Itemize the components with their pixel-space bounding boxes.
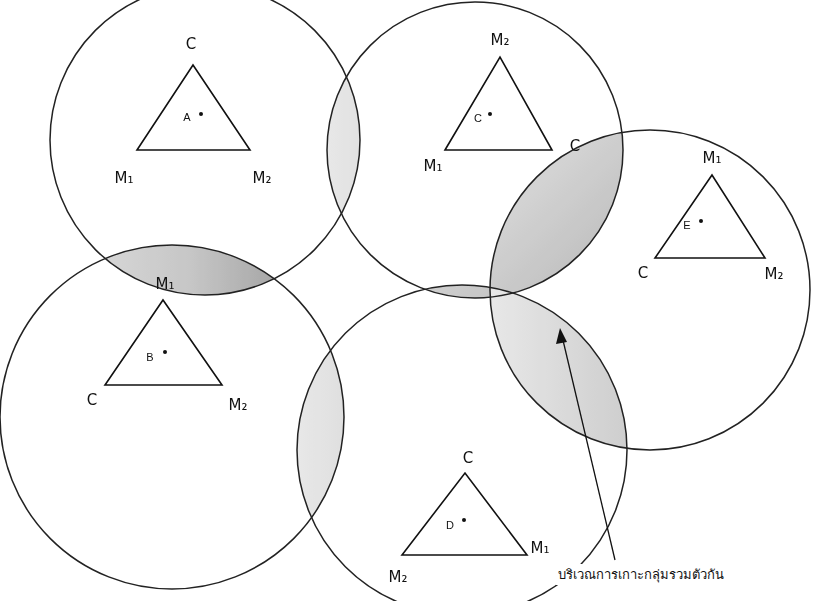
center-letter: A — [183, 111, 190, 123]
vertex-label: C — [570, 137, 580, 155]
triangle-shape — [445, 57, 552, 150]
vertex-label: M₂ — [491, 31, 510, 49]
center-letter: E — [683, 219, 690, 231]
triangle-shape — [655, 175, 765, 258]
center-letter: D — [446, 519, 454, 531]
vertex-label: M₂ — [765, 265, 784, 283]
triangle-shape — [137, 65, 250, 150]
vertex-label: M₂ — [229, 396, 248, 414]
center-letter: B — [146, 351, 153, 363]
triangle-shape — [402, 473, 527, 555]
triangle-node: B — [105, 300, 222, 385]
triangle-node: C — [445, 57, 552, 150]
callout-note: บริเวณการเกาะกลุ่มรวมตัวกัน — [556, 564, 726, 585]
center-dot — [488, 112, 492, 116]
center-dot — [163, 350, 167, 354]
triangle-outline — [445, 57, 552, 150]
triangle-shape — [105, 300, 222, 385]
vertex-label: M₂ — [389, 568, 408, 586]
triangle-outline — [137, 65, 250, 150]
vertex-label: C — [638, 264, 648, 282]
triangle-node: E — [655, 175, 765, 258]
triangle-outline — [655, 175, 765, 258]
vertex-label: C — [186, 35, 196, 53]
triangle-node: D — [402, 473, 527, 555]
vertex-label: C — [87, 391, 97, 409]
vertex-label: M₁ — [156, 275, 175, 293]
vertex-label: C — [463, 449, 473, 467]
vertex-label: M₁ — [531, 539, 550, 557]
center-dot — [199, 112, 203, 116]
triangle-node: A — [137, 65, 250, 150]
center-dot — [462, 518, 466, 522]
vertex-label: M₁ — [703, 149, 722, 167]
triangle-outline — [105, 300, 222, 385]
center-letter: C — [474, 112, 482, 124]
vertex-label: M₁ — [115, 169, 134, 187]
center-dot — [699, 219, 703, 223]
triangle-outline — [402, 473, 527, 555]
vertex-label: M₂ — [253, 169, 272, 187]
vertex-label: M₁ — [424, 157, 443, 175]
